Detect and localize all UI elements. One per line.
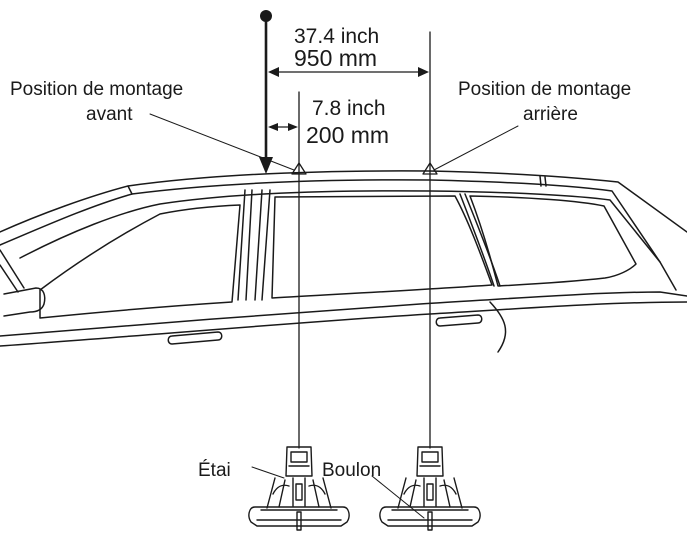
dimension-offset-arrow-left (268, 123, 278, 131)
front-position-leader (149, 113, 295, 171)
roof-outer-line (0, 170, 687, 233)
front-window (39, 204, 241, 319)
front-door-handle (167, 331, 223, 345)
belt-line-lower (0, 301, 687, 347)
front-offset-inch: 7.8 inch (312, 97, 386, 120)
bolt-label: Boulon (322, 460, 381, 481)
dimension-total (268, 67, 429, 77)
car-side-outline (0, 170, 687, 353)
windshield-line (0, 249, 25, 293)
foot-bolt (427, 511, 433, 531)
dimension-total-arrow-left (268, 67, 279, 77)
middle-window (271, 195, 493, 299)
foot-bolt (296, 511, 302, 531)
leader-lines (149, 113, 519, 519)
front-position-label-line2: avant (86, 104, 133, 125)
dimension-front-offset (268, 123, 298, 131)
total-length-mm: 950 mm (294, 45, 377, 71)
reference-pointer (259, 10, 273, 174)
rear-foot-assembly (379, 446, 481, 531)
rear-door-edge (489, 301, 507, 353)
rear-position-leader (433, 125, 519, 171)
front-offset-mm: 200 mm (306, 122, 389, 148)
bolt-leader (371, 475, 425, 519)
stay-leader (251, 466, 285, 479)
dimension-offset-arrow-right (288, 123, 298, 131)
rear-door-handle (435, 314, 483, 327)
rear-position-label-line1: Position de montage (458, 79, 631, 100)
c-pillar (459, 193, 501, 287)
belt-line (0, 291, 687, 337)
foot-pad (379, 506, 481, 527)
foot-head (285, 446, 313, 477)
window-frame-top (19, 190, 661, 263)
reference-arrowhead (259, 157, 273, 174)
side-mirror (3, 287, 46, 317)
foot-pad (248, 506, 350, 527)
roof-trim-line (127, 175, 547, 195)
dimension-total-arrow-right (418, 67, 429, 77)
rear-mount-marker (422, 31, 438, 449)
b-pillar (237, 189, 271, 301)
stay-label: Étai (198, 460, 231, 481)
front-foot-assembly (248, 446, 350, 531)
front-mount-marker (291, 91, 307, 449)
foot-body (266, 477, 332, 509)
front-position-label-line1: Position de montage (10, 79, 183, 100)
rear-position-label-line2: arrière (523, 104, 578, 125)
foot-body (397, 477, 463, 509)
foot-head (416, 446, 444, 477)
total-length-inch: 37.4 inch (294, 25, 379, 48)
